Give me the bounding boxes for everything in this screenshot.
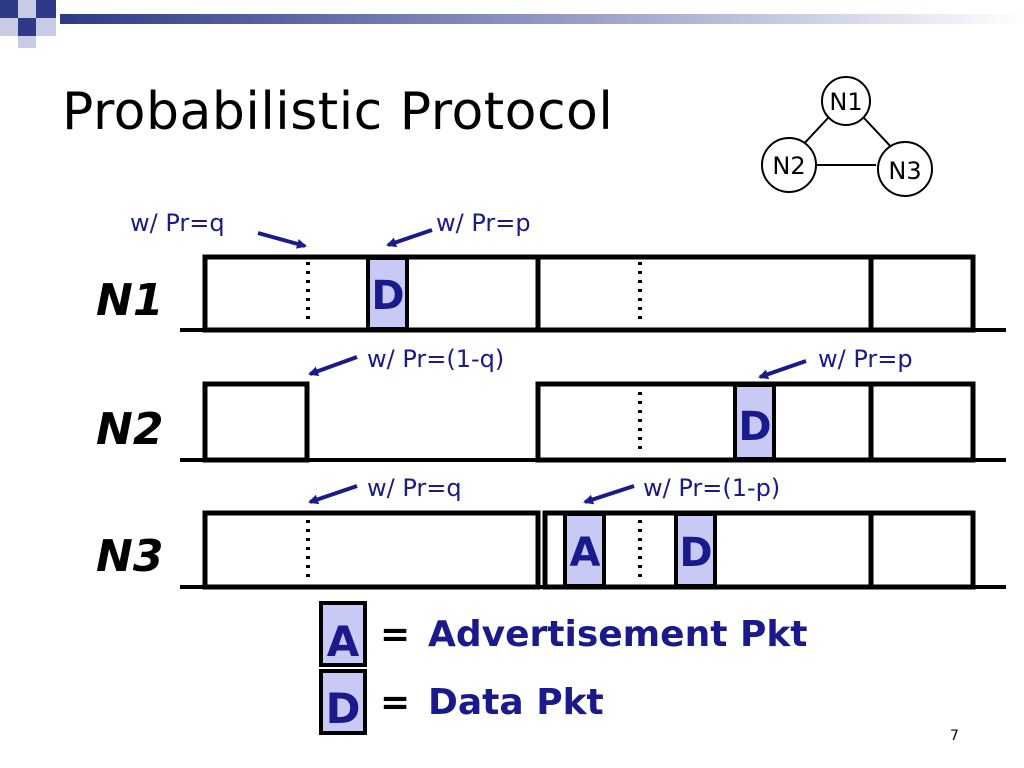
legend-adv-text: Advertisement Pkt bbox=[428, 614, 808, 655]
row-n1-data-packet bbox=[366, 256, 409, 331]
row-n2-data-packet bbox=[733, 383, 776, 461]
topology-node-n3 bbox=[877, 141, 933, 197]
row-n3-adv-packet bbox=[563, 512, 606, 588]
topology-label-n2: N2 bbox=[772, 152, 805, 180]
annotation-n3-right: w/ Pr=(1-p) bbox=[643, 474, 781, 502]
legend-adv-equals: = bbox=[380, 614, 411, 655]
legend-data-box bbox=[319, 669, 367, 735]
annotation-n2-left: w/ Pr=(1-q) bbox=[367, 345, 505, 373]
row-n3-data-packet-label: D bbox=[679, 530, 712, 576]
row-n1-timeline: D bbox=[180, 254, 1006, 333]
arrow-n1-right bbox=[386, 228, 433, 248]
topology-node-n2 bbox=[761, 137, 817, 193]
legend-data-equals: = bbox=[380, 682, 411, 723]
arrow-n3-right bbox=[583, 484, 635, 505]
row-n1-data-packet-label: D bbox=[371, 273, 404, 319]
topology-node-n1 bbox=[821, 76, 871, 126]
annotation-n3-left: w/ Pr=q bbox=[367, 474, 462, 502]
row-n2-slot-3 bbox=[868, 381, 976, 463]
topology-edge-n1-n3 bbox=[863, 117, 895, 151]
annotation-n1-right: w/ Pr=p bbox=[436, 209, 531, 237]
annotation-arrows bbox=[257, 228, 807, 505]
row-n3-adv-packet-label: A bbox=[570, 530, 601, 576]
decoration-graphic bbox=[0, 0, 1024, 48]
row-label-n2: N2 bbox=[96, 404, 164, 455]
row-n2-timeline: D bbox=[180, 381, 1006, 463]
arrow-n2-right bbox=[758, 359, 807, 380]
annotation-n2-right: w/ Pr=p bbox=[818, 345, 913, 373]
row-n3-slot-3 bbox=[868, 510, 976, 590]
row-n1-slot-3 bbox=[868, 254, 976, 333]
row-n1-slot-2 bbox=[535, 254, 874, 333]
topology-graph: N1 N2 N3 bbox=[761, 76, 933, 197]
row-n3-data-packet bbox=[674, 512, 717, 588]
slide-title: Probabilistic Protocol bbox=[62, 82, 614, 142]
row-label-n3: N3 bbox=[96, 531, 164, 582]
topology-label-n3: N3 bbox=[888, 157, 921, 185]
row-label-n1: N1 bbox=[96, 275, 164, 326]
row-n2-slot-1 bbox=[202, 381, 310, 463]
row-n3-timeline: A D bbox=[180, 510, 1006, 590]
legend-adv-box bbox=[319, 601, 367, 667]
legend-data-text: Data Pkt bbox=[428, 682, 604, 723]
arrow-n2-left bbox=[308, 355, 358, 376]
title-decoration bbox=[0, 0, 1024, 48]
arrow-n3-left bbox=[308, 484, 358, 505]
annotation-n1-left: w/ Pr=q bbox=[130, 209, 225, 237]
topology-label-n1: N1 bbox=[829, 88, 862, 116]
page-number: 7 bbox=[950, 728, 959, 744]
row-n2-data-packet-label: D bbox=[738, 404, 771, 450]
row-n2-slot-2 bbox=[535, 381, 874, 463]
legend-data-symbol: D bbox=[326, 684, 361, 733]
legend-adv-symbol: A bbox=[327, 617, 360, 666]
row-n3-slot-1 bbox=[202, 510, 541, 590]
arrow-n1-left bbox=[257, 231, 307, 249]
